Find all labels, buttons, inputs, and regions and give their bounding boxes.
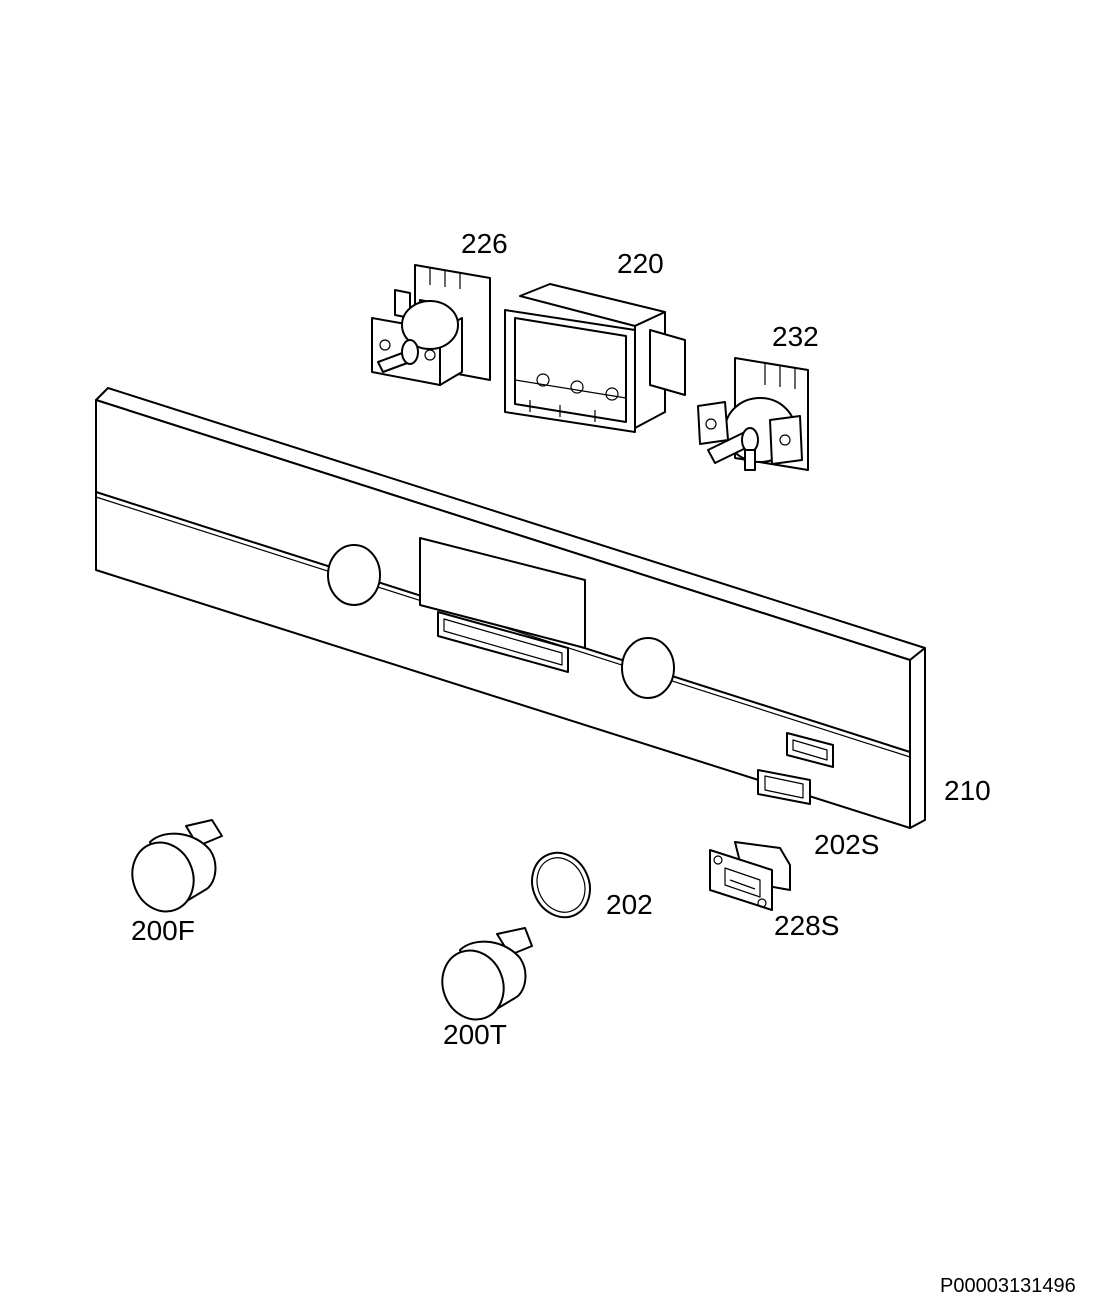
part-220-display-module	[504, 283, 686, 433]
label-220: 220	[617, 248, 664, 279]
label-210: 210	[944, 775, 991, 806]
document-id: P00003131496	[940, 1275, 1076, 1297]
part-232-thermostat	[697, 357, 809, 471]
part-200T-knob	[441, 927, 533, 1021]
part-228S-switch	[709, 841, 791, 911]
label-232: 232	[772, 321, 819, 352]
part-210-control-panel	[95, 387, 926, 829]
part-226-selector-switch	[371, 264, 491, 386]
label-202: 202	[606, 889, 653, 920]
part-200F-knob	[131, 819, 223, 913]
part-202-ring	[531, 851, 591, 919]
label-226: 226	[461, 228, 508, 259]
label-228S: 228S	[774, 910, 840, 941]
label-200F: 200F	[131, 915, 195, 946]
part-202S-switch-bezel	[757, 769, 811, 805]
label-202S: 202S	[814, 829, 880, 860]
label-200T: 200T	[443, 1019, 507, 1050]
